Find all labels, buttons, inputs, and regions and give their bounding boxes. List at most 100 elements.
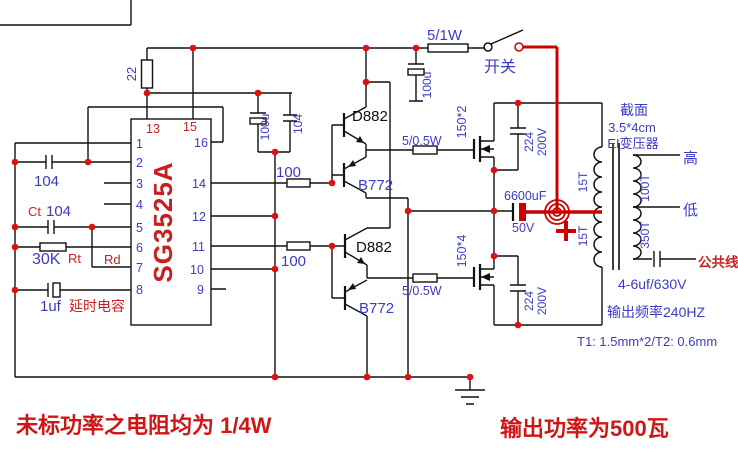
resistor-22-body [140,59,154,89]
pin-label-15: 15 [183,120,197,134]
ct-name-label: Ct [28,204,41,219]
pin-label-12: 12 [192,210,206,224]
pnp-bot-label: B772 [359,300,394,317]
corner-box [0,0,132,26]
mosfet-bot-arrow [481,273,490,281]
top-rail [146,47,484,119]
device-bars [342,113,515,310]
power-wiring [522,45,602,241]
driver-bot-net [331,227,474,377]
core-note-1: 截面 [620,102,648,118]
pin-label-13: 13 [146,122,160,136]
snubber-top [494,103,526,171]
bulk-cap-positive-plate [519,203,526,221]
secondary-turns-bot-label: 350T [638,221,652,249]
snubber-bot-cap-label: 224 [522,291,536,311]
secondary-winding [632,154,642,260]
fuse-resistor-label: 5/1W [427,27,463,44]
ct-value-label: 104 [46,203,71,220]
cap-100u-dec-plate [249,117,267,125]
core-lines [612,143,620,270]
primary-turns-top-label: 15T [576,171,590,192]
secondary-turns-top-label: 100T [638,174,652,202]
pin-label-8: 8 [136,283,143,297]
driver-top-net [331,48,474,377]
switch-terminal-right [514,42,524,52]
pin-label-6: 6 [136,241,143,255]
prim-turns-bot-label: 15T [576,225,590,246]
resistor-100b-body [286,241,311,251]
switch-lever [490,29,524,45]
pin-label-3: 3 [136,177,143,191]
gate-resistor-top-label: 5/0.5W [402,134,442,148]
output-freq-note: 输出频率240HZ [607,304,705,320]
core-note-2: 3.5*4cm [608,120,656,135]
mosfet-top-label: 150*2 [455,106,469,139]
pin-label-7: 7 [136,261,143,275]
cap-100u-dec-label: 100u [258,114,272,141]
resistor-100a-label: 100 [276,164,301,181]
pin-label-11: 11 [192,240,205,254]
resistor-5a-body [412,145,438,155]
snubber-bot-volt-label: 200V [535,287,549,315]
npn-bot-label: D882 [356,239,392,256]
switch-label: 开关 [484,58,516,76]
bulk-cap-label: 6600uF [504,189,547,203]
output-power-note: 输出功率为500瓦 [500,416,669,441]
softstart-note-label: 延时电容 [69,298,125,314]
junction-dots [11,44,522,381]
resistor-30k-body [39,242,67,252]
cap-104-dec-label: 104 [291,114,305,134]
resistor-5b-body [412,273,438,283]
plus-mark-icon [556,221,576,241]
pin-label-1: 1 [136,137,143,151]
core-note-3: EI变压器 [607,136,658,151]
labels: 1 2 3 4 5 6 7 8 16 14 12 11 10 9 13 15 S… [16,27,738,441]
filter-cap-net [408,48,424,102]
bulk-cap-volt-label: 50V [512,221,535,235]
transformer-leads [601,103,696,325]
rt-value-label: 30K [32,251,61,268]
pin-label-4: 4 [136,198,143,212]
tap-common-label: 公共线 [698,254,738,270]
resistor-100a-body [286,178,311,188]
pnp-top-arrow [348,160,356,167]
rt-name-label: Rt [68,251,81,266]
resistor-fuse-body [427,43,469,53]
device-arrows [348,136,490,290]
npn-top-arrow [356,136,364,143]
npn-top-label: D882 [352,108,388,125]
cap-104-label: 104 [34,173,59,190]
battery-feed-wire [522,45,559,212]
feedthrough-ring-icon [552,207,562,217]
pnp-bot-arrow [348,283,356,290]
component-bodies [39,43,469,326]
npn-bot-arrow [357,257,365,264]
feedthrough-ring-icon [548,203,566,221]
resistor-100b-label: 100 [281,253,306,270]
decoupling-net [257,93,291,377]
snubber-top-cap-label: 224 [522,132,536,152]
feedthrough-ring-icon [544,199,570,225]
right-pin-lines [211,182,332,290]
switch-terminal-left [483,42,493,52]
pin-label-14: 14 [192,177,206,191]
pnp-top-label: B772 [358,177,393,194]
softstart-cap-label: 1uf [40,298,62,315]
pin-label-5: 5 [136,221,143,235]
ic-name: SG3525A [148,161,178,282]
resistor-22-label: 22 [124,67,139,81]
pin-label-16: 16 [194,136,208,150]
cap-1uf-plate [52,282,61,298]
resistor-power-note: 未标功率之电阻均为 1/4W [16,413,272,438]
snubber-bot [494,255,526,325]
ic-body [130,118,212,326]
pin-label-9: 9 [197,283,204,297]
cap-100u-sw-label: 100u [420,72,434,99]
cap-plates [45,112,661,297]
mosfet-bot-label: 150*4 [455,235,469,268]
rd-name-label: Rd [104,252,121,267]
primary-winding [593,146,603,268]
